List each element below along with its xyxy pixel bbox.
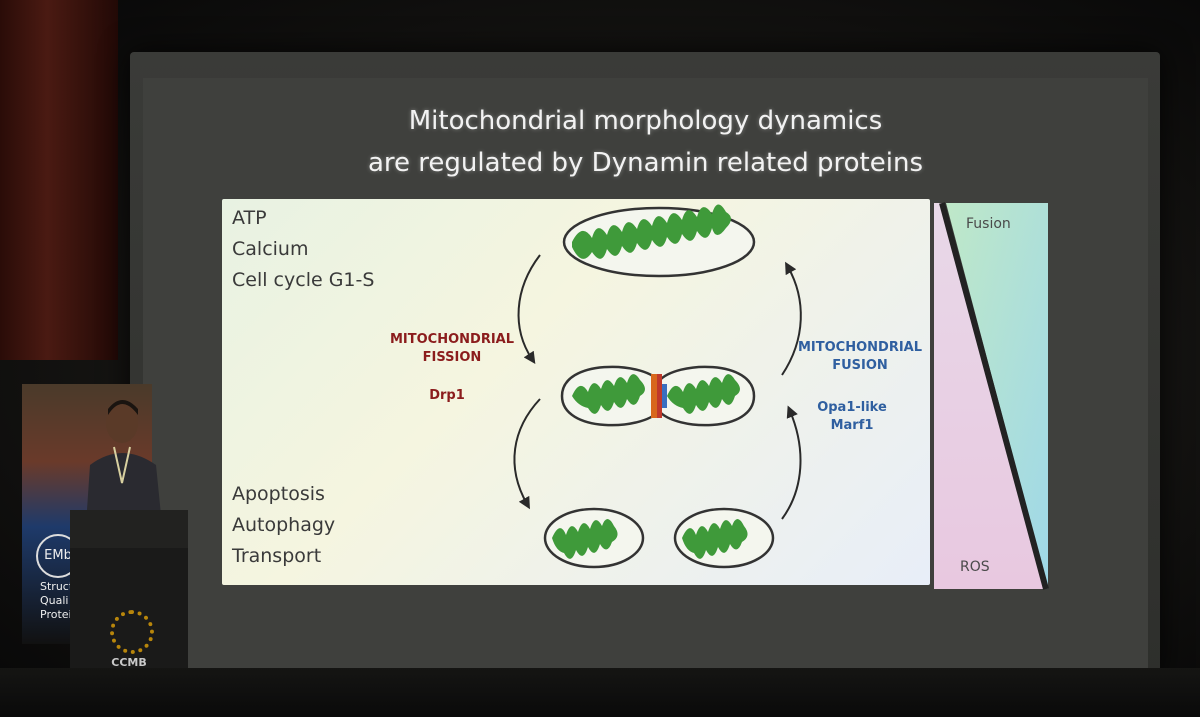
list-item: Calcium: [232, 238, 309, 260]
fusion-arrow-bottom: [781, 405, 802, 520]
drp1-ring-inner: [657, 374, 662, 418]
gear-icon: [110, 610, 154, 654]
fusion-label-line-1: MITOCHONDRIAL: [797, 340, 923, 355]
dividing-mitochondrion: [560, 365, 756, 427]
fission-arrow-bottom: [513, 398, 541, 510]
list-item: ATP: [232, 207, 267, 229]
stage-curtain: [0, 0, 118, 360]
fission-label: MITOCHONDRIAL FISSION: [382, 331, 522, 367]
fusion-protein-1: Opa1-like: [817, 400, 887, 415]
bottom-left-list: Apoptosis Autophagy Transport: [232, 479, 335, 572]
triangle-top-label: Fusion: [966, 216, 1011, 232]
fused-mitochondrion: [562, 204, 756, 278]
drp1-ring-blue: [662, 384, 667, 408]
fusion-arrow-top: [781, 261, 802, 376]
list-item: Cell cycle G1-S: [232, 269, 375, 291]
list-item: Autophagy: [232, 514, 336, 536]
slide-title-line-1: Mitochondrial morphology dynamics: [408, 106, 883, 136]
fusion-proteins: Opa1-like Marf1: [812, 399, 892, 435]
fusion-label-line-2: FUSION: [832, 358, 888, 373]
fragmented-mitochondrion-right: [673, 507, 775, 569]
fusion-label: MITOCHONDRIAL FUSION: [790, 339, 930, 375]
mitochondria-diagram: [513, 204, 802, 569]
fusion-ros-gradient-triangle: Fusion ROS: [934, 202, 1049, 590]
diagram-panel: ATP Calcium Cell cycle G1-S Apoptosis Au…: [222, 199, 930, 585]
drp1-ring: [651, 374, 657, 418]
list-item: Transport: [232, 545, 322, 567]
list-item: Apoptosis: [232, 483, 325, 505]
fission-protein: Drp1: [429, 388, 465, 403]
slide-title-line-2: are regulated by Dynamin related protein…: [368, 148, 923, 178]
fusion-protein-2: Marf1: [830, 418, 874, 433]
fission-label-line-2: FISSION: [422, 350, 482, 365]
stage-floor: [0, 668, 1200, 717]
top-left-list: ATP Calcium Cell cycle G1-S: [232, 203, 374, 296]
fission-label-line-1: MITOCHONDRIAL: [389, 332, 515, 347]
fragmented-mitochondrion-left: [543, 507, 645, 569]
podium-logo-text: CCMB: [111, 656, 147, 669]
triangle-bottom-label: ROS: [960, 559, 990, 575]
banner-line: Quali: [40, 594, 69, 607]
podium-top: [70, 510, 188, 548]
speaker: [86, 400, 162, 525]
fission-arrow-top: [517, 254, 541, 364]
